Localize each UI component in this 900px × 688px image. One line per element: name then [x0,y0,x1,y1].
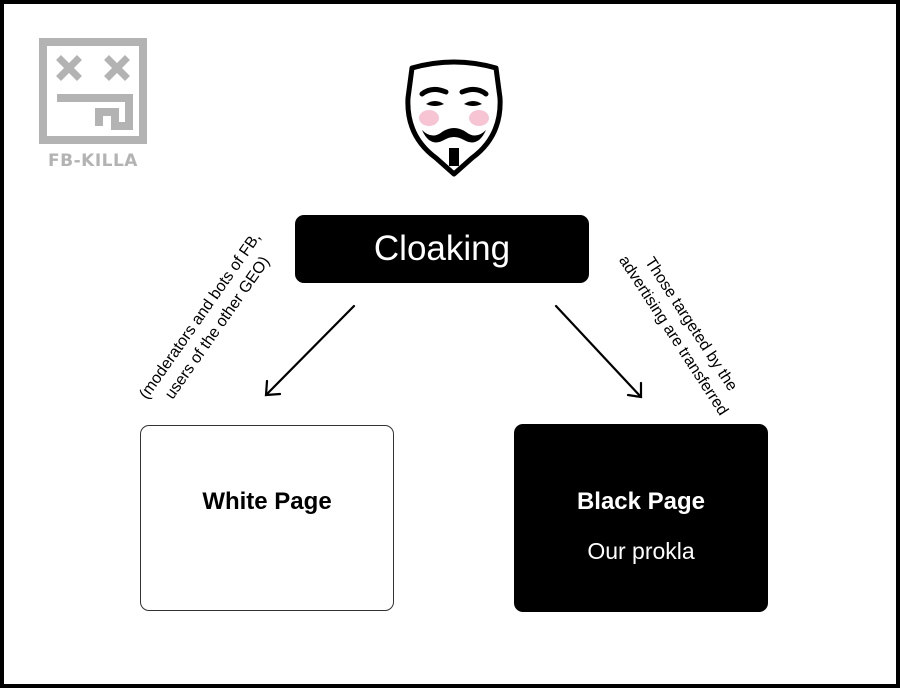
black-page-title: Black Page [576,488,706,515]
cloaking-label: Cloaking [373,229,511,268]
flow-arrows [264,304,643,399]
arrow-head-left [264,379,282,397]
fb-killa-logo: FB-KILLA [39,38,147,173]
logo-text: FB-KILLA [48,151,138,171]
arrow-to-white-page [264,304,356,397]
arrow-head-right [626,381,643,399]
dead-face-logo-icon [39,38,147,144]
cloaking-box: Cloaking [295,215,589,283]
white-page-box: White Page [140,425,394,611]
arrow-to-black-page [554,304,643,399]
white-page-title: White Page [202,488,332,515]
guy-fawkes-mask-icon [405,59,503,177]
black-page-box: Black Page Our prokla [514,424,768,612]
black-page-subtitle: Our prokla [587,538,695,564]
